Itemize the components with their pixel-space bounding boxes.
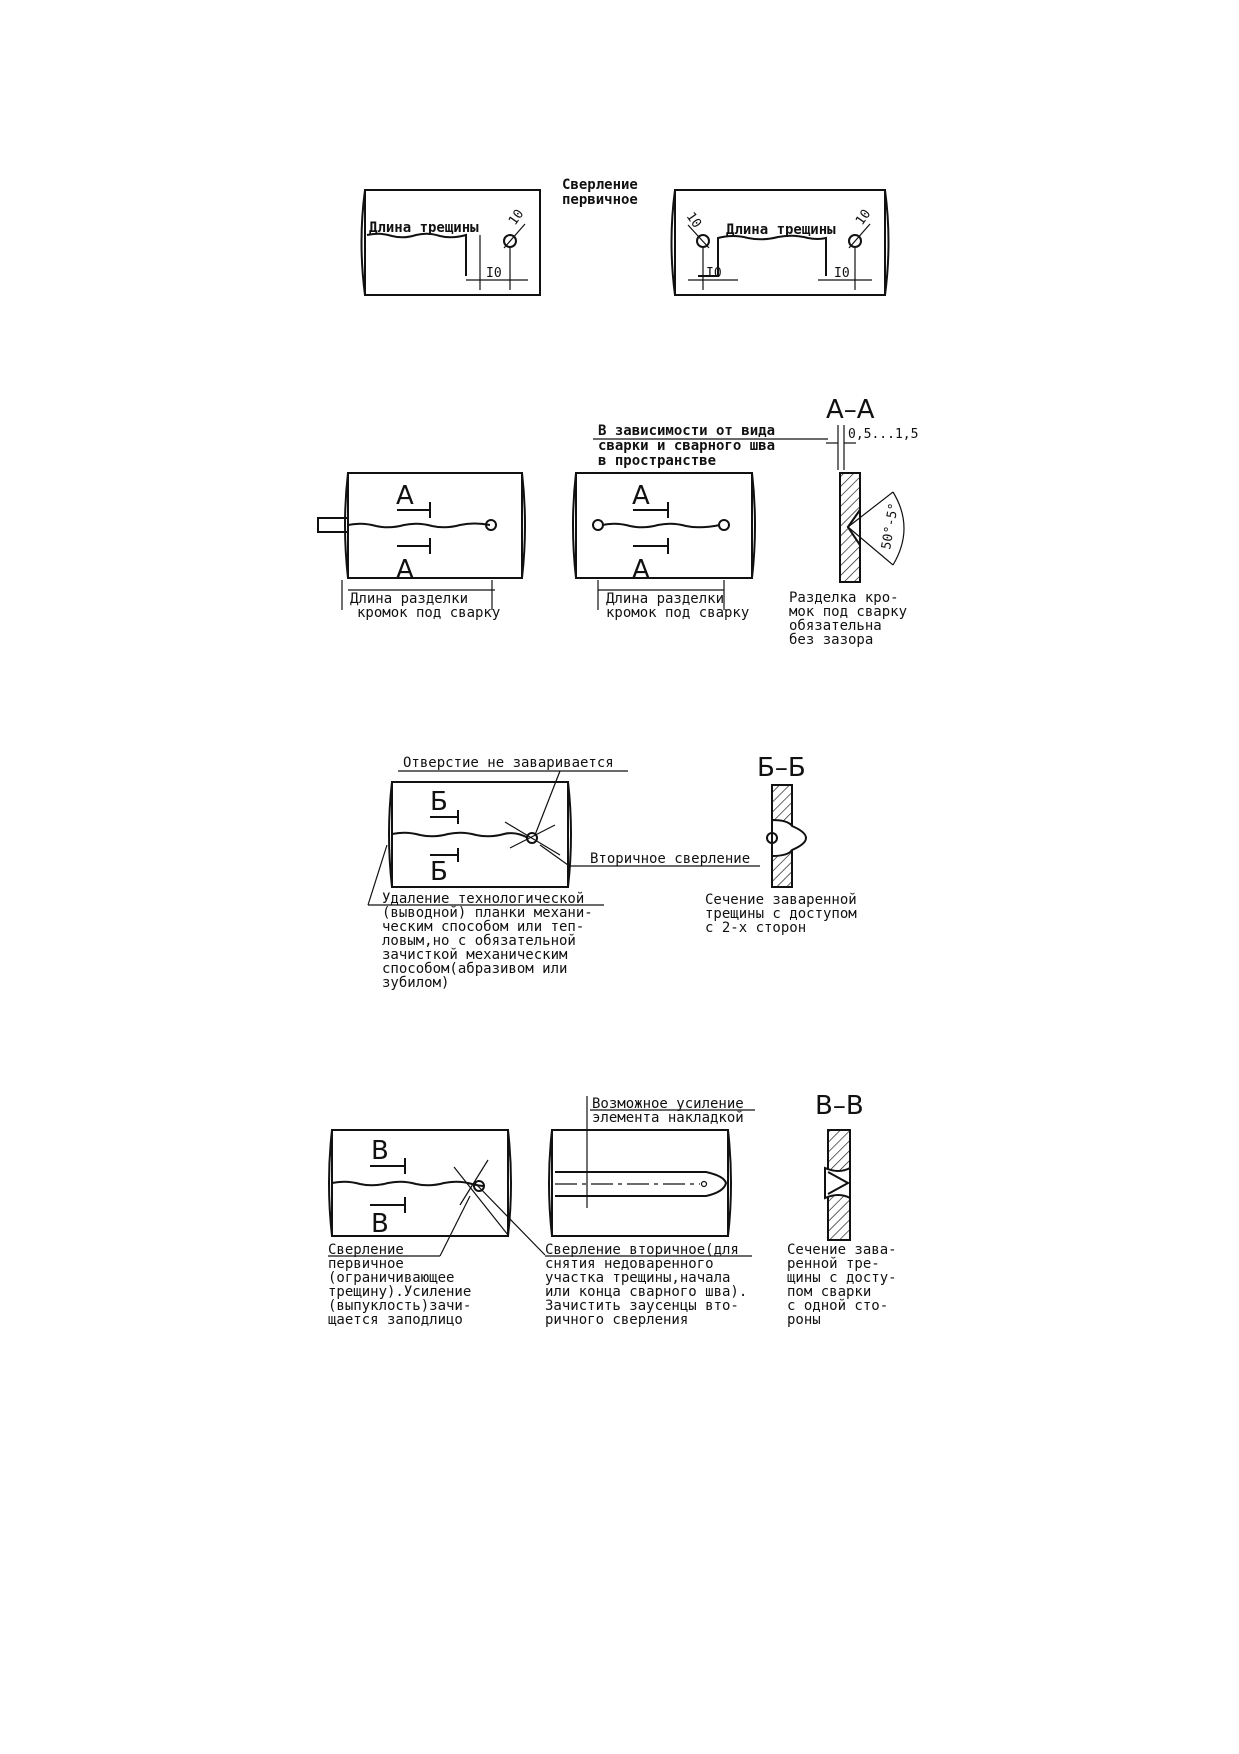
fig3-hole — [526, 832, 538, 844]
fig1-right-dim-diameter-left: 10 — [683, 210, 704, 231]
fig4-primary-note-5: щается заподлицо — [328, 1312, 463, 1328]
fig4-marker-bottom: В — [371, 1209, 389, 1239]
fig2-angle-dim: 50°-5° — [879, 502, 902, 551]
fig3-secondary-drilling: Вторичное сверление — [590, 851, 750, 867]
fig2-note-line2: сварки и сварного шва — [598, 438, 775, 454]
fig1-right-plate: Длина трещины I0 I0 10 10 — [670, 189, 890, 296]
fig4-section-note-4: с одной сто- — [787, 1298, 888, 1314]
fig2-mid-groove-length-line2: кромок под сварку — [606, 605, 749, 621]
fig4-reinforcement-line1: Возможное усиление — [592, 1096, 744, 1112]
fig1-caption-line2: первичное — [562, 192, 638, 208]
fig1-left-plate: Длина трещины I0 10 — [360, 189, 541, 296]
fig4-primary-note-4: (выпуклость)зачи- — [328, 1298, 471, 1314]
fig1-right-crack-length: Длина трещины — [726, 222, 836, 238]
fig3-removal-note-6: зубилом) — [382, 975, 449, 991]
fig2-mid-marker-top: А — [632, 481, 650, 511]
fig4-section-v-v: В–В Сечение зава- ренной тре- щины с дос… — [787, 1091, 897, 1328]
fig2-middle-plate: А А Длина разделки кромок под сварку — [572, 472, 756, 621]
fig1-primary-drilling: Сверление первичное Длина трещины I0 10 … — [360, 177, 890, 296]
fig4-marker-top: В — [371, 1136, 389, 1166]
fig3-section-title: Б–Б — [757, 753, 806, 783]
fig3-through-weld: Отверстие не заваривается Б Б Вторичное … — [367, 753, 857, 991]
fig4-middle-plate: Сверление вторичное(для снятия недоварен… — [545, 1129, 752, 1328]
fig2-left-plate: А А Длина разделки кромок под сварку — [317, 472, 526, 621]
fig2-left-groove-length-line2: кромок под сварку — [357, 605, 500, 621]
fig3-section-note-1: трещины с доступом — [705, 906, 857, 922]
fig4-primary-note-3: трещину).Усиление — [328, 1284, 471, 1300]
fig3-removal-note-3: ловым,но с обязательной — [382, 933, 576, 949]
fig2-note-line3: в пространстве — [598, 453, 716, 469]
fig2-section-title: А–А — [826, 395, 875, 425]
fig2-mid-marker-bottom: А — [632, 555, 650, 585]
fig2-section-note-line4: без зазора — [789, 632, 873, 648]
fig3-removal-note-5: способом(абразивом или — [382, 961, 567, 977]
fig2-section-note-line1: Разделка кро- — [789, 590, 899, 606]
fig4-one-side-weld: Возможное усиление элемента накладкой В … — [328, 1091, 897, 1328]
fig3-section-note-0: Сечение заваренной — [705, 892, 857, 908]
fig3-marker-top: Б — [430, 787, 448, 817]
fig3-section-b-b: Б–Б Сечение заваренной трещины с доступо… — [705, 753, 857, 936]
fig4-section-note-5: роны — [787, 1312, 821, 1328]
fig1-right-drill-hole-right — [848, 234, 862, 248]
fig2-left-marker-top: А — [396, 481, 414, 511]
fig1-left-dim-bottom: I0 — [486, 266, 502, 281]
fig1-right-dim-bottom-right: I0 — [834, 266, 850, 281]
fig3-removal-note-2: ческим способом или теп- — [382, 919, 584, 935]
fig2-section-note-line3: обязательна — [789, 618, 882, 634]
fig4-section-note-2: щины с досту- — [787, 1270, 897, 1286]
fig4-section-note-3: пом сварки — [787, 1284, 871, 1300]
fig4-reinforcement-line2: элемента накладкой — [592, 1110, 744, 1126]
fig3-section-note-2: с 2-х сторон — [705, 920, 806, 936]
fig4-secondary-note-4: Зачистить заусенцы вто- — [545, 1298, 739, 1314]
fig4-secondary-note-3: или конца сварного шва). — [545, 1284, 747, 1300]
fig2-note-line1: В зависимости от вида — [598, 423, 775, 439]
fig2-mid-groove-length-line1: Длина разделки — [606, 591, 724, 607]
fig3-removal-note-4: зачисткой механическим — [382, 947, 568, 963]
fig1-left-dim-diameter: 10 — [506, 207, 527, 228]
fig4-secondary-note-2: участка трещины,начала — [545, 1270, 730, 1286]
fig1-right-dim-bottom-left: I0 — [706, 266, 722, 281]
fig4-left-plate: В В Сверление первичное (ограничивающее … — [328, 1129, 546, 1328]
fig4-primary-note-0: Сверление — [328, 1242, 404, 1258]
fig4-secondary-note-0: Сверление вторичное(для — [545, 1242, 739, 1258]
fig4-hole — [473, 1180, 485, 1192]
fig4-section-note-0: Сечение зава- — [787, 1242, 897, 1258]
fig2-gap-dim: 0,5...1,5 — [848, 427, 918, 442]
fig2-left-marker-bottom: А — [396, 555, 414, 585]
fig1-right-drill-hole-left — [696, 234, 710, 248]
fig4-section-title: В–В — [815, 1091, 864, 1121]
fig2-section-note-line2: мок под сварку — [789, 604, 907, 620]
fig3-removal-note-0: Удаление технологической — [382, 891, 584, 907]
fig1-left-crack-length: Длина трещины — [369, 220, 479, 236]
fig2-left-groove-length-line1: Длина разделки — [350, 591, 468, 607]
fig4-secondary-note-1: снятия недоваренного — [545, 1256, 714, 1272]
fig1-right-dim-diameter-right: 10 — [853, 207, 874, 228]
fig4-primary-note-2: (ограничивающее — [328, 1270, 454, 1286]
fig2-section-a-a: А–А 0,5...1,5 50°-5° Разделка кро- мок п… — [789, 395, 918, 648]
fig1-left-drill-hole — [503, 234, 517, 248]
fig3-removal-note-1: (выводной) планки механи- — [382, 905, 593, 921]
fig2-groove-preparation: В зависимости от вида сварки и сварного … — [317, 395, 918, 648]
fig3-marker-bottom: Б — [430, 857, 448, 887]
fig1-caption-line1: Сверление — [562, 177, 638, 193]
fig4-secondary-note-5: ричного сверления — [545, 1312, 688, 1328]
fig4-section-note-1: ренной тре- — [787, 1256, 880, 1272]
fig4-primary-note-1: первичное — [328, 1256, 404, 1272]
fig3-hole-note: Отверстие не заваривается — [403, 755, 614, 771]
